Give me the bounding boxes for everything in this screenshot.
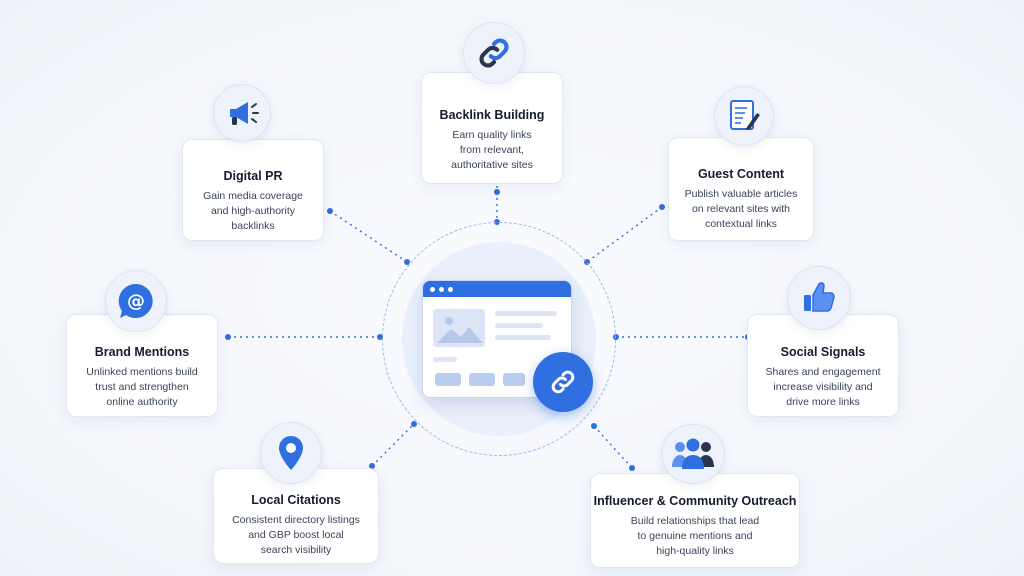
card-digital-pr: Digital PR Gain media coverage and high-… [182,139,324,241]
text-line [495,335,551,340]
connector-dot [377,334,383,340]
connector-dot [494,189,500,195]
at-sign-icon: @ [105,270,167,332]
card-backlink-building: Backlink Building Earn quality links fro… [421,72,563,184]
connector-dot [411,421,417,427]
connector-dot [369,463,375,469]
connector-guest [586,206,663,263]
megaphone-icon [213,84,271,142]
document-pencil-icon [714,86,774,146]
ui-button-shape [503,373,525,386]
connector-dot [613,334,619,340]
card-description: Publish valuable articles on relevant si… [684,188,798,230]
card-description: Shares and engagement increase visibilit… [765,366,881,408]
image-placeholder-icon [433,309,485,347]
svg-text:@: @ [127,291,145,312]
card-title: Influencer & Community Outreach [593,494,797,508]
card-title: Brand Mentions [94,345,190,359]
card-title: Guest Content [697,167,785,181]
text-line [495,311,557,316]
connector-dot [327,208,333,214]
text-line [495,323,543,328]
card-description: Consistent directory listings and GBP bo… [232,514,360,556]
card-description: Earn quality links from relevant, author… [451,129,533,171]
thumbs-up-icon [787,266,851,330]
card-title: Backlink Building [439,108,545,122]
card-description: Unlinked mentions build trust and streng… [86,366,198,408]
browser-title-bar [423,281,571,297]
map-pin-icon [260,422,322,484]
connector-local [371,423,415,467]
card-description: Build relationships that lead to genuine… [630,515,760,557]
card-social-signals: Social Signals Shares and engagement inc… [747,314,899,417]
chain-link-icon [463,22,525,84]
text-line [433,357,457,362]
connector-digital-pr [329,210,408,263]
connector-dot [404,259,410,265]
card-title: Digital PR [223,169,283,183]
ui-button-shape [435,373,461,386]
people-group-icon [661,424,725,484]
card-guest-content: Guest Content Publish valuable articles … [668,137,814,241]
card-title: Social Signals [780,345,866,359]
card-description: Gain media coverage and high-authority b… [203,190,303,232]
connector-dot [591,423,597,429]
chain-link-icon [533,352,593,412]
card-title: Local Citations [251,493,341,507]
connector-dot [225,334,231,340]
connector-dot [629,465,635,471]
ui-button-shape [469,373,495,386]
connector-influencer [593,425,633,469]
connector-dot [659,204,665,210]
center-dashed-ring [382,222,616,456]
card-influencer-outreach: Influencer & Community Outreach Build re… [590,473,800,568]
card-local-citations: Local Citations Consistent directory lis… [213,468,379,564]
